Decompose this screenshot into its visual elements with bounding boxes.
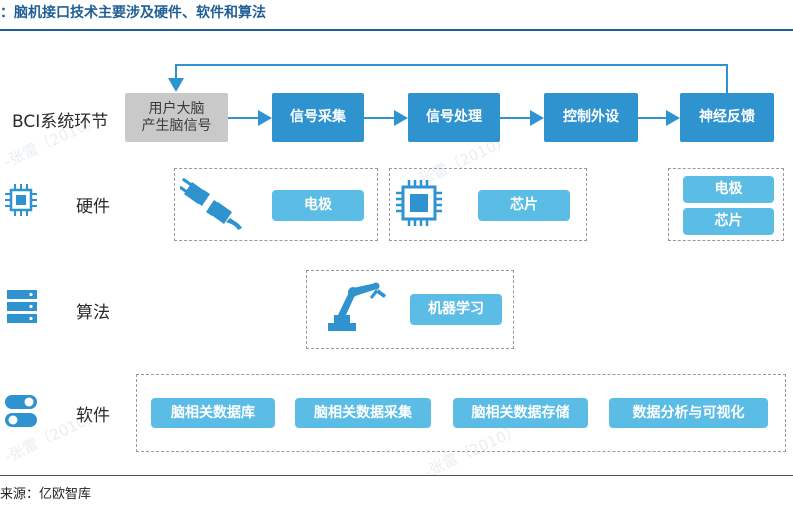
bci-step-signal-processing: 信号处理 bbox=[408, 93, 500, 142]
bci-step-signal-acquisition: 信号采集 bbox=[272, 93, 364, 142]
feedback-loop-arrow bbox=[168, 64, 728, 93]
plug-icon bbox=[180, 177, 242, 230]
robot-arm-icon bbox=[328, 282, 386, 331]
feedback-chip-label: 芯片 bbox=[683, 208, 774, 235]
row-label-hardware: 硬件 bbox=[76, 197, 110, 217]
algorithm-ml-label: 机器学习 bbox=[410, 294, 502, 325]
software-data-analysis-visualization: 数据分析与可视化 bbox=[609, 398, 768, 428]
bci-start-box: 用户大脑 产生脑信号 bbox=[125, 93, 228, 142]
software-brain-data-acquisition: 脑相关数据采集 bbox=[295, 398, 431, 428]
source-note: 来源：亿欧智库 bbox=[0, 487, 92, 502]
hardware-feedback-group bbox=[668, 168, 784, 241]
software-group bbox=[136, 374, 786, 452]
row-label-bci: BCI系统环节 bbox=[12, 112, 109, 132]
algorithm-group bbox=[306, 270, 514, 349]
row-label-algorithm: 算法 bbox=[76, 303, 110, 323]
server-stack-icon bbox=[7, 290, 37, 323]
header-divider bbox=[0, 29, 793, 31]
row-label-software: 软件 bbox=[76, 406, 110, 426]
software-brain-database: 脑相关数据库 bbox=[151, 398, 275, 428]
software-brain-data-storage: 脑相关数据存储 bbox=[453, 398, 588, 428]
cpu-chip-icon bbox=[5, 184, 37, 216]
hardware-chip-label: 芯片 bbox=[478, 190, 570, 221]
feedback-electrode-label: 电极 bbox=[683, 176, 774, 203]
hardware-electrode-group bbox=[174, 168, 378, 241]
hardware-chip-group bbox=[389, 168, 587, 241]
bci-step-peripheral-control: 控制外设 bbox=[544, 93, 638, 142]
hardware-electrode-label: 电极 bbox=[272, 190, 364, 221]
chip-icon bbox=[396, 180, 442, 226]
page-title: ：脑机接口技术主要涉及硬件、软件和算法 bbox=[0, 5, 266, 21]
footer-divider bbox=[0, 475, 793, 476]
toggle-switch-icon bbox=[5, 395, 37, 427]
bci-step-neural-feedback: 神经反馈 bbox=[680, 93, 774, 142]
